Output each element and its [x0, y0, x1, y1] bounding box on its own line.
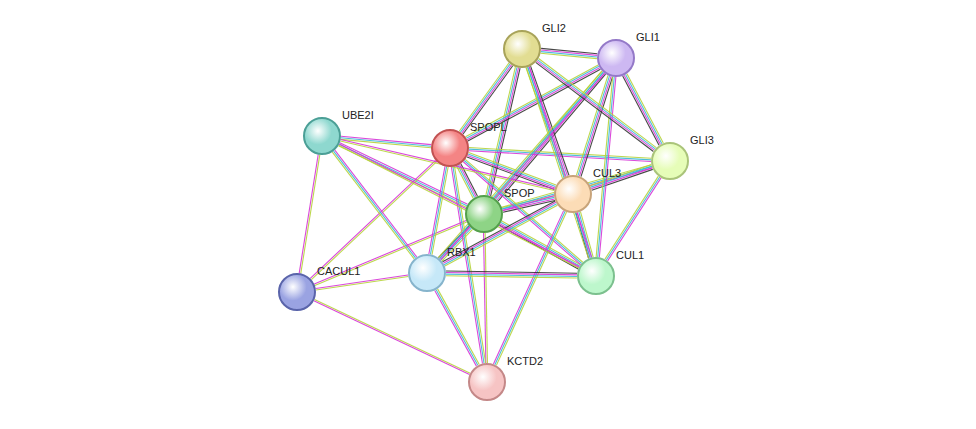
evidence-line [463, 66, 513, 134]
protein-node: CACUL1 [278, 273, 316, 311]
evidence-line [299, 155, 318, 273]
protein-label: GLI1 [636, 31, 660, 43]
evidence-line [624, 75, 660, 144]
interaction-edge [605, 176, 661, 261]
protein-label: KCTD2 [507, 355, 543, 367]
evidence-line [432, 167, 448, 255]
protein-node: SPOP [465, 195, 503, 233]
evidence-line [341, 138, 431, 146]
evidence-line [429, 166, 445, 254]
interaction-edge [493, 211, 566, 366]
protein-node: RBX1 [408, 254, 446, 292]
evidence-line [436, 290, 478, 366]
protein-node: UBE2I [303, 117, 341, 155]
evidence-line [605, 176, 658, 259]
interaction-edge [438, 71, 604, 260]
protein-node: SPOPL [431, 129, 469, 167]
evidence-line [496, 212, 566, 365]
interaction-edge [446, 271, 577, 278]
protein-label: CUL3 [593, 167, 621, 179]
evidence-line [484, 233, 486, 363]
protein-node: KCTD2 [468, 363, 506, 401]
evidence-line [341, 136, 431, 144]
evidence-line [334, 151, 416, 258]
protein-node: GLI3 [651, 142, 689, 180]
evidence-line [541, 48, 597, 53]
evidence-line [446, 271, 577, 273]
evidence-line [440, 72, 604, 258]
evidence-line [316, 277, 408, 291]
evidence-line [430, 167, 446, 255]
evidence-line [438, 71, 602, 257]
protein-node: GLI1 [597, 39, 635, 77]
interaction-edge [576, 75, 612, 176]
interaction-edge [299, 155, 320, 274]
interaction-edge [623, 74, 664, 146]
protein-node: CUL1 [577, 257, 615, 295]
evidence-line [623, 76, 659, 145]
evidence-line [493, 211, 563, 364]
evidence-line [590, 165, 651, 186]
evidence-line [627, 74, 663, 143]
interaction-edge [332, 150, 416, 259]
protein-label: GLI3 [690, 134, 714, 146]
interaction-edge [484, 233, 488, 363]
protein-label: GLI2 [542, 22, 566, 34]
evidence-line [539, 59, 657, 148]
interaction-edge [429, 166, 448, 254]
evidence-line [435, 290, 477, 366]
evidence-line [314, 301, 470, 375]
interaction-edge [341, 136, 431, 148]
evidence-line [538, 60, 656, 149]
evidence-line [526, 68, 588, 259]
interaction-edge [541, 48, 598, 58]
interaction-edge [467, 152, 556, 189]
evidence-line [626, 74, 662, 143]
evidence-line [469, 152, 556, 185]
protein-label: UBE2I [342, 109, 374, 121]
interaction-edge [536, 59, 657, 152]
protein-label: CACUL1 [317, 265, 360, 277]
evidence-line [438, 289, 480, 365]
evidence-line [468, 154, 555, 187]
protein-label: CUL1 [616, 249, 644, 261]
evidence-line [332, 152, 414, 259]
evidence-line [335, 150, 417, 257]
evidence-line [591, 168, 652, 189]
interaction-edge [459, 63, 513, 134]
evidence-line [441, 73, 605, 259]
protein-node: CUL3 [554, 175, 592, 213]
protein-label: SPOP [504, 187, 535, 199]
evidence-line [495, 211, 565, 364]
evidence-line [536, 62, 654, 151]
evidence-line [462, 65, 512, 133]
evidence-line [606, 177, 659, 260]
interaction-edge [316, 275, 409, 290]
protein-label: SPOPL [470, 121, 507, 133]
protein-label: RBX1 [447, 246, 476, 258]
interaction-edge [435, 289, 479, 366]
evidence-line [591, 166, 652, 187]
evidence-line [461, 64, 511, 132]
evidence-line [301, 155, 320, 273]
evidence-line [537, 61, 655, 150]
evidence-line [608, 178, 661, 261]
evidence-line [315, 299, 471, 373]
interaction-edge [590, 165, 653, 190]
interaction-edge [314, 299, 470, 374]
protein-node: GLI2 [503, 30, 541, 68]
